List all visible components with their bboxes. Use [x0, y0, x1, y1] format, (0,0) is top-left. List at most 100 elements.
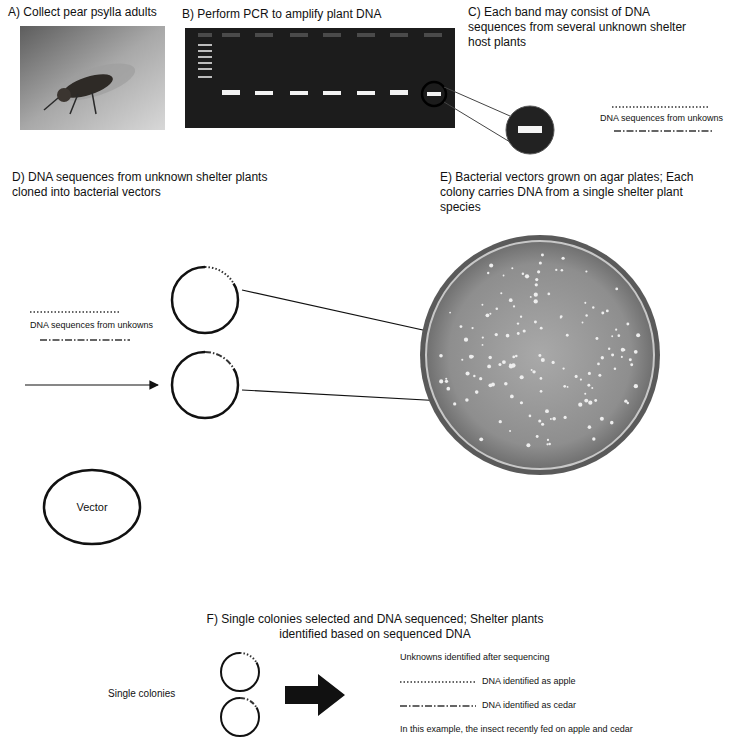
plasmid-dotted — [172, 267, 238, 333]
bacterial-colony — [552, 361, 555, 364]
bacterial-colony — [534, 320, 537, 323]
bacterial-colony — [479, 437, 483, 441]
bacterial-colony — [445, 380, 448, 383]
bacterial-colony — [482, 336, 484, 338]
dashdot-sequence — [400, 705, 476, 707]
bacterial-colony — [466, 371, 470, 375]
bacterial-colony — [626, 323, 629, 326]
bacterial-colony — [439, 379, 443, 383]
cloning-arrow — [25, 384, 158, 385]
bacterial-colony — [541, 423, 544, 426]
dashdot-sequence — [40, 339, 130, 341]
dotted-sequence — [400, 681, 476, 683]
bacterial-colony — [636, 333, 640, 337]
bacterial-colony — [488, 383, 492, 387]
bacterial-colony — [488, 356, 491, 359]
bacterial-colony — [584, 393, 586, 395]
result-arrow — [285, 674, 345, 716]
bacterial-colony — [594, 399, 597, 402]
bacterial-colony — [606, 309, 609, 312]
pcr-gel — [185, 28, 510, 142]
bacterial-colony — [503, 275, 505, 277]
bacterial-colony — [561, 269, 564, 272]
bacterial-colony — [445, 378, 447, 380]
bacterial-colony — [460, 325, 463, 328]
bacterial-colony — [500, 292, 502, 294]
bacterial-colony — [634, 350, 638, 354]
bacterial-colony — [539, 261, 542, 264]
bacterial-colony — [453, 402, 456, 405]
panel-heading: B) Perform PCR to amplify plant DNA — [182, 7, 462, 22]
bacterial-colony — [506, 334, 510, 338]
bacterial-colony — [592, 437, 595, 440]
bacterial-colony — [439, 354, 443, 358]
panel-heading: E) Bacterial vectors grown on agar plate… — [440, 170, 702, 215]
bacterial-colony — [511, 363, 515, 367]
bacterial-colony — [481, 304, 483, 306]
bacterial-colony — [580, 379, 582, 381]
bacterial-colony — [600, 417, 604, 421]
bacterial-colony — [487, 364, 491, 368]
bacterial-colony — [611, 354, 614, 357]
bacterial-colony — [585, 270, 587, 272]
node-label: Vector — [42, 501, 142, 513]
bacterial-colony — [532, 370, 535, 373]
bacterial-colony — [591, 387, 593, 389]
bacterial-colony — [517, 322, 519, 324]
result-heading: Unknowns identified after sequencing — [400, 652, 700, 663]
bacterial-colony — [611, 335, 613, 337]
bacterial-colony — [582, 322, 584, 324]
bacterial-colony — [489, 313, 491, 315]
bacterial-colony — [464, 338, 468, 342]
bacterial-colony — [479, 377, 482, 380]
bacterial-colony — [538, 354, 541, 357]
bacterial-colony — [634, 384, 638, 388]
bacterial-colony — [517, 332, 520, 335]
bacterial-colony — [461, 359, 463, 361]
bacterial-colony — [535, 278, 538, 281]
bacterial-colony — [555, 269, 557, 271]
bacterial-colony — [499, 420, 502, 423]
bacterial-colony — [498, 363, 501, 366]
bacterial-colony — [548, 443, 551, 446]
bacterial-colony — [601, 356, 604, 359]
result-label: DNA identified as cedar — [482, 700, 682, 711]
bacterial-colony — [585, 314, 587, 316]
bacterial-colony — [627, 402, 629, 404]
bacterial-colony — [546, 443, 548, 445]
bacterial-colony — [564, 416, 567, 419]
bacterial-colony — [608, 348, 610, 350]
dashdot-sequence — [614, 130, 712, 132]
result-note: In this example, the insect recently fed… — [400, 724, 740, 735]
bacterial-colony — [610, 421, 614, 425]
bacterial-colony — [495, 333, 498, 336]
bacterial-colony — [526, 443, 530, 447]
colony-label: Single colonies — [108, 688, 218, 701]
bacterial-colony — [482, 344, 484, 346]
bacterial-colony — [560, 315, 563, 318]
bacterial-colony — [567, 386, 569, 388]
bacterial-colony — [449, 312, 451, 314]
bacterial-colony — [617, 334, 620, 337]
sequence-label: DNA sequences from unkowns — [30, 320, 190, 331]
bacterial-colony — [496, 307, 499, 310]
bacterial-colony — [530, 296, 532, 298]
bacterial-colony — [538, 419, 541, 422]
bacterial-colony — [486, 313, 490, 317]
bacterial-colony — [509, 298, 513, 302]
bacterial-colony — [520, 401, 523, 404]
bacterial-colony — [540, 327, 543, 330]
agar-plate — [420, 235, 660, 475]
bacterial-colony — [550, 418, 552, 420]
vector-circle: Vector — [42, 468, 142, 546]
bacterial-colony — [621, 356, 623, 358]
bacterial-colony — [469, 355, 472, 358]
bacterial-colony — [534, 299, 538, 303]
bacterial-colony — [588, 372, 591, 375]
panel-heading: F) Single colonies selected and DNA sequ… — [205, 612, 545, 642]
bacterial-colony — [537, 270, 540, 273]
sequence-label: DNA sequences from unkowns — [600, 113, 745, 124]
bacterial-colony — [547, 439, 549, 441]
bacterial-colony — [621, 348, 625, 352]
